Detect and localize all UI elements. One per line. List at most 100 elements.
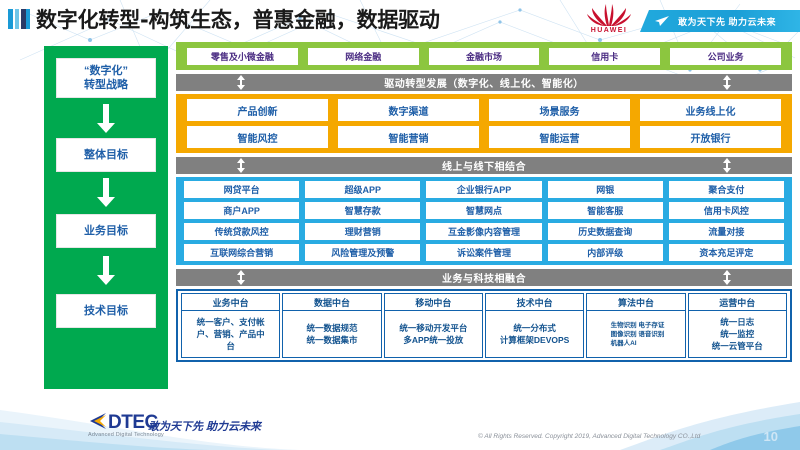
flow-step-business-goal[interactable]: 业务目标 xyxy=(56,214,156,248)
platform-column-operations[interactable]: 运营中台 统一日志 统一监控 统一云管平台 xyxy=(687,293,787,358)
platform-column-algorithm[interactable]: 算法中台 生物识别 电子存证 图像识别 语音识别 机器人AI xyxy=(586,293,686,358)
flow-step-tech-goal[interactable]: 技术目标 xyxy=(56,294,156,328)
platform-body-line: 生物识别 电子存证 xyxy=(610,321,665,329)
separator-business-tech-fusion: 业务与科技相融合 xyxy=(176,269,792,286)
flow-step-overall-goal[interactable]: 整体目标 xyxy=(56,138,156,172)
business-line-band: 零售及小微金融 网络金融 金融市场 信用卡 公司业务 xyxy=(176,42,792,70)
application-item[interactable]: 网银 xyxy=(547,181,663,198)
application-item[interactable]: 互联网综合营销 xyxy=(184,244,300,261)
paper-plane-icon xyxy=(655,16,669,26)
application-item[interactable]: 历史数据查询 xyxy=(547,223,663,240)
down-arrow-icon xyxy=(97,104,115,133)
footer-slogan: 敢为天下先 助力云未来 xyxy=(148,421,262,433)
application-item[interactable]: 资本充足评定 xyxy=(668,244,785,261)
application-item[interactable]: 信用卡风控 xyxy=(668,202,785,219)
platform-body-line: 台 xyxy=(226,341,235,351)
business-line-item[interactable]: 信用卡 xyxy=(549,47,661,65)
capability-item[interactable]: 智能运营 xyxy=(489,126,630,148)
platform-column-mobile[interactable]: 移动中台 统一移动开发平台 多APP统一投放 xyxy=(383,293,483,358)
dtec-logo: DTEC Advanced Digital Technology xyxy=(88,412,168,438)
platform-body-line: 机器人AI xyxy=(610,339,637,347)
capability-row: 产品创新 数字渠道 场景服务 业务线上化 xyxy=(182,99,786,121)
dtec-wordmark: DTEC xyxy=(108,412,158,433)
application-item[interactable]: 诉讼案件管理 xyxy=(426,244,542,261)
application-item[interactable]: 聚合支付 xyxy=(668,181,785,198)
flow-step-tech-goal-label: 技术目标 xyxy=(84,305,128,317)
application-item[interactable]: 传统贷款风控 xyxy=(184,223,300,240)
capability-row: 智能风控 智能营销 智能运营 开放银行 xyxy=(182,126,786,148)
application-band: 网贷平台 超级APP 企业银行APP 网银 聚合支付 商户APP 智慧存款 智慧… xyxy=(176,177,792,265)
separator-online-offline-label: 线上与线下相结合 xyxy=(442,162,526,173)
header-banner: 敢为天下先 助力云未来 xyxy=(640,10,800,32)
capability-item[interactable]: 智能风控 xyxy=(187,126,328,148)
huawei-logo: HUAWEI xyxy=(578,2,640,40)
application-item[interactable]: 智慧网点 xyxy=(426,202,542,219)
platform-title: 数据中台 xyxy=(283,294,381,311)
double-arrow-vertical-icon xyxy=(723,75,731,90)
application-row: 互联网综合营销 风险管理及预警 诉讼案件管理 内部评级 资本充足评定 xyxy=(181,244,787,261)
double-arrow-vertical-icon xyxy=(723,270,731,285)
application-item[interactable]: 网贷平台 xyxy=(184,181,300,198)
platform-body-line: 统一数据规范 xyxy=(306,323,358,333)
application-item[interactable]: 理财营销 xyxy=(305,223,421,240)
application-item[interactable]: 互金影像内容管理 xyxy=(426,223,542,240)
footer-wave-decoration xyxy=(0,402,800,450)
application-item[interactable]: 内部评级 xyxy=(547,244,663,261)
business-line-item[interactable]: 网络金融 xyxy=(307,47,419,65)
platform-body: 统一分布式 计算框架DEVOPS xyxy=(486,311,583,357)
business-line-item[interactable]: 零售及小微金融 xyxy=(187,47,298,65)
application-item[interactable]: 智慧存款 xyxy=(305,202,421,219)
application-item[interactable]: 智能客服 xyxy=(547,202,663,219)
bar-mark-icon xyxy=(8,9,30,29)
platform-body-line: 统一监控 xyxy=(720,329,755,339)
application-item[interactable]: 商户APP xyxy=(184,202,300,219)
capability-item[interactable]: 业务线上化 xyxy=(640,99,781,121)
platform-body-line: 户、营销、产品中 xyxy=(196,329,265,339)
platform-body-line: 统一日志 xyxy=(720,317,755,327)
platform-body-line: 多APP统一投放 xyxy=(403,335,464,345)
double-arrow-vertical-icon xyxy=(237,158,245,173)
footer-copyright: © All Rights Reserved. Copyright 2019, A… xyxy=(478,433,701,440)
separator-drive-label: 驱动转型发展（数字化、线上化、智能化） xyxy=(384,79,584,90)
platform-title: 业务中台 xyxy=(182,294,280,311)
flow-step-overall-goal-label: 整体目标 xyxy=(84,149,128,161)
platform-title: 技术中台 xyxy=(485,294,584,311)
platform-column-business[interactable]: 业务中台 统一客户、支付帐 户、营销、产品中 台 xyxy=(181,293,281,358)
platform-body-line: 统一客户、支付帐 xyxy=(196,317,265,327)
header-banner-text: 敢为天下先 助力云未来 xyxy=(678,16,777,27)
application-item[interactable]: 风险管理及预警 xyxy=(305,244,421,261)
application-row: 商户APP 智慧存款 智慧网点 智能客服 信用卡风控 xyxy=(181,202,787,219)
application-item[interactable]: 流量对接 xyxy=(668,223,785,240)
slide-header: 数字化转型-构筑生态，普惠金融，数据驱动 HUAWEI 敢为天下先 助力云未来 xyxy=(0,0,800,40)
platform-column-data[interactable]: 数据中台 统一数据规范 统一数据集市 xyxy=(282,293,382,358)
down-arrow-icon xyxy=(97,256,115,285)
flow-step-strategy-line2: 转型战略 xyxy=(84,79,128,91)
application-item[interactable]: 企业银行APP xyxy=(426,181,542,198)
business-line-item[interactable]: 公司业务 xyxy=(670,47,781,65)
platform-body: 统一数据规范 统一数据集市 xyxy=(283,311,380,357)
platform-column-tech[interactable]: 技术中台 统一分布式 计算框架DEVOPS xyxy=(484,293,585,358)
separator-fusion-label: 业务与科技相融合 xyxy=(442,274,526,285)
capability-item[interactable]: 数字渠道 xyxy=(338,99,479,121)
platform-body-line: 统一云管平台 xyxy=(711,341,763,351)
platform-band: 业务中台 统一客户、支付帐 户、营销、产品中 台 数据中台 统一数据规范 统一数… xyxy=(176,289,792,362)
platform-body-line: 统一移动开发平台 xyxy=(399,323,468,333)
application-row: 传统贷款风控 理财营销 互金影像内容管理 历史数据查询 流量对接 xyxy=(181,223,787,240)
capability-item[interactable]: 智能营销 xyxy=(338,126,479,148)
business-line-item[interactable]: 金融市场 xyxy=(428,47,540,65)
application-item[interactable]: 超级APP xyxy=(305,181,421,198)
platform-body-line: 计算框架DEVOPS xyxy=(499,335,570,345)
huawei-wordmark: HUAWEI xyxy=(590,27,628,34)
huawei-fan-logo-icon xyxy=(587,4,631,26)
flow-step-strategy[interactable]: “数字化” 转型战略 xyxy=(56,58,156,98)
capability-item[interactable]: 开放银行 xyxy=(640,126,781,148)
capability-item[interactable]: 产品创新 xyxy=(187,99,328,121)
page-number: 10 xyxy=(763,429,778,444)
application-row: 网贷平台 超级APP 企业银行APP 网银 聚合支付 xyxy=(181,181,787,198)
capability-band: 产品创新 数字渠道 场景服务 业务线上化 智能风控 智能营销 智能运营 开放银行 xyxy=(176,94,792,153)
platform-title: 算法中台 xyxy=(587,294,685,311)
platform-body: 统一客户、支付帐 户、营销、产品中 台 xyxy=(182,311,279,357)
platform-body: 统一移动开发平台 多APP统一投放 xyxy=(385,311,482,357)
capability-item[interactable]: 场景服务 xyxy=(489,99,630,121)
platform-body-line: 统一分布式 xyxy=(513,323,556,333)
